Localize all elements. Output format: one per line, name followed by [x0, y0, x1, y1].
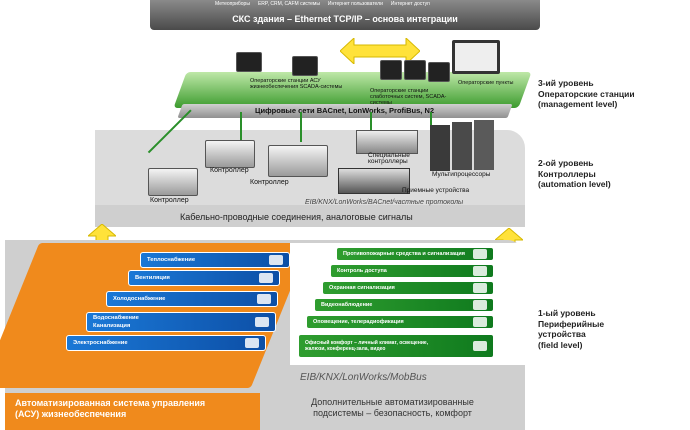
level3-title: 3-ий уровень Операторские станции (manag…: [538, 78, 635, 110]
workstation-icon: [380, 60, 402, 80]
level3-platform: [173, 72, 532, 108]
controller-icon: [268, 145, 328, 177]
level3-title-line: (management level): [538, 99, 618, 109]
level2-title-line: Контроллеры: [538, 168, 596, 179]
level1-title-line: (field level): [538, 339, 583, 350]
station-middle-label: Операторские станции слаботочных систем,…: [370, 88, 447, 106]
top-label: Интернет доступ: [390, 1, 430, 7]
security-item: Контроль доступа: [330, 264, 494, 278]
life-support-item: Электроснабжение: [66, 335, 266, 351]
office-comfort-icon: [473, 341, 487, 351]
security-item-label: Офисный комфорт – личный климат, освещен…: [305, 340, 429, 352]
cable-label: Кабельно-проводные соединения, аналоговы…: [180, 212, 413, 222]
life-support-item: Водоснабжение Канализация: [86, 312, 276, 332]
level2-title: 2-ой уровень Контроллеры (automation lev…: [538, 158, 611, 190]
cooling-icon: [257, 294, 271, 304]
workstation-icon: [292, 56, 318, 76]
level2-title-line: (automation level): [538, 179, 611, 189]
integration-bar: [150, 0, 540, 30]
access-control-icon: [473, 266, 487, 276]
receivers-label: Приемные устройства: [402, 187, 470, 194]
workstation-icon: [236, 52, 262, 72]
security-item-label: Видеонаблюдение: [321, 302, 373, 308]
controller-icon: [148, 168, 198, 196]
level2-bottom-band: [95, 205, 525, 227]
life-support-item: Холодоснабжение: [106, 291, 278, 307]
level3-title-line: 3-ий уровень: [538, 78, 594, 88]
level1-title-line: устройства: [538, 329, 586, 339]
server-rack-icon: [452, 122, 472, 170]
controller-label: Контроллер: [250, 179, 289, 186]
asu-label-line: (АСУ) жизнеобеспечения: [15, 409, 127, 419]
top-label: Метеоприборы: [215, 1, 250, 7]
security-item-label: Охранная сигнализация: [329, 285, 395, 291]
station-left-label: Операторские станции АСУ жизнеобеспечени…: [250, 78, 343, 90]
life-support-item-label: Водоснабжение Канализация: [93, 315, 139, 329]
workstation-icon: [404, 60, 426, 80]
special-controllers-label: Специальные контроллеры: [368, 152, 410, 165]
fire-alarm-icon: [473, 249, 487, 259]
power-supply-icon: [245, 338, 259, 348]
top-label: Интернет пользователи: [327, 1, 383, 7]
security-item: Оповещение, телерадиофикация: [306, 315, 494, 329]
multiprocessors-label: Мультипроцессоры: [432, 171, 491, 178]
connection-line: [370, 112, 372, 142]
security-item: Противопожарные средства и сигнализация: [336, 247, 494, 261]
life-support-item-label: Электроснабжение: [73, 340, 128, 346]
heating-icon: [269, 255, 283, 265]
security-item-label: Контроль доступа: [337, 268, 387, 274]
workstation-icon: [428, 62, 450, 82]
lan-label: СКС здания – Ethernet TCP/IP – основа ин…: [232, 14, 458, 24]
camera-icon: [473, 300, 487, 310]
level1-title-line: 1-ый уровень: [538, 308, 596, 318]
controller-label: Контроллер: [210, 167, 249, 174]
security-item-label: Оповещение, телерадиофикация: [313, 319, 404, 325]
monitor-icon: [452, 40, 500, 74]
water-supply-icon: [255, 317, 269, 327]
life-support-item-label: Теплоснабжение: [147, 257, 196, 263]
network-label: Цифровые сети BACnet, LonWorks, ProfiBus…: [255, 106, 435, 115]
life-support-item-label: Холодоснабжение: [113, 296, 166, 302]
extra-label-line: Дополнительные автоматизированные: [311, 397, 474, 407]
additional-subsystems-box: Дополнительные автоматизированные подсис…: [260, 393, 525, 430]
top-label: ERP, CRM, CAFM системы: [257, 1, 320, 7]
ventilation-icon: [259, 273, 273, 283]
life-support-item-label: Вентиляция: [135, 275, 170, 281]
level1-title-line: Периферийные: [538, 318, 605, 329]
security-item: Охранная сигнализация: [322, 281, 494, 295]
receiver-device-icon: [338, 168, 410, 194]
connection-line: [300, 112, 302, 142]
security-item: Видеонаблюдение: [314, 298, 494, 312]
level1-title: 1-ый уровень Периферийные устройства (fi…: [538, 308, 604, 350]
level2-protocols: EIB/KNX/LonWorks/BACnet/частные протокол…: [305, 199, 464, 206]
top-labels: Метеоприборы ERP, CRM, CAFM системы Инте…: [215, 1, 535, 9]
controller-label: Контроллер: [150, 197, 189, 204]
server-rack-icon: [474, 120, 494, 170]
server-rack-icon: [430, 125, 450, 171]
double-arrow-icon: [340, 38, 420, 64]
security-alarm-icon: [473, 283, 487, 293]
connection-line: [240, 112, 242, 147]
level2-title-line: 2-ой уровень: [538, 158, 594, 168]
level1-protocols: EIB/KNX/LonWorks/MobBus: [300, 372, 427, 383]
security-item: Офисный комфорт – личный климат, освещен…: [298, 334, 494, 358]
life-support-item: Теплоснабжение: [140, 252, 290, 268]
extra-label-line: подсистемы – безопасность, комфорт: [313, 408, 472, 418]
connection-line: [430, 112, 432, 137]
asu-label-line: Автоматизированная система управления: [15, 398, 206, 408]
level3-title-line: Операторские станции: [538, 88, 635, 99]
station-right-label: Операторские пункты: [458, 80, 514, 86]
life-support-item: Вентиляция: [128, 270, 280, 286]
special-controller-icon: [356, 130, 418, 154]
broadcast-icon: [473, 317, 487, 327]
life-support-system-box: Автоматизированная система управления (А…: [5, 393, 260, 430]
controller-icon: [205, 140, 255, 168]
security-item-label: Противопожарные средства и сигнализация: [343, 251, 466, 257]
